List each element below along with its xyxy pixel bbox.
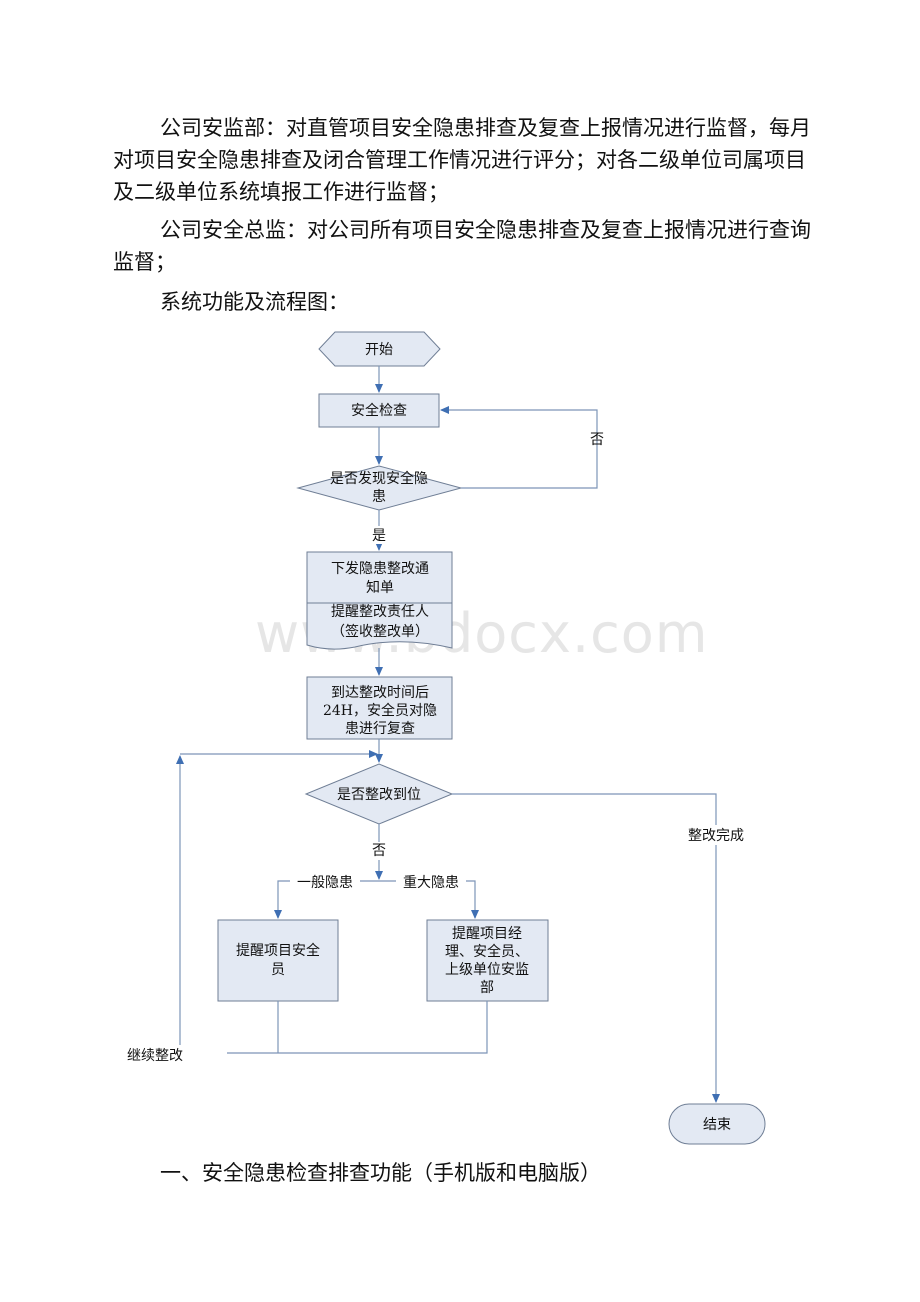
notice-line2: 知单 xyxy=(366,579,394,596)
major-line1: 提醒项目经 xyxy=(452,926,522,942)
decision-rectified-label: 是否整改到位 xyxy=(337,787,421,803)
notice-document-box xyxy=(306,551,453,650)
general-line2: 员 xyxy=(271,962,285,978)
safety-check-label: 安全检查 xyxy=(351,402,407,419)
label-continue-rectification: 继续整改 xyxy=(127,1047,183,1064)
start-label: 开始 xyxy=(365,342,393,358)
paragraph-flowchart-intro: 系统功能及流程图： xyxy=(160,290,349,314)
general-line1: 提醒项目安全 xyxy=(236,942,320,959)
label-yes: 是 xyxy=(372,528,386,544)
notice-line1: 下发隐患整改通 xyxy=(331,561,429,577)
label-general-hazard: 一般隐患 xyxy=(297,875,353,891)
flow-done-to-end xyxy=(452,793,720,1103)
remind-line1: 提醒整改责任人 xyxy=(331,604,429,620)
major-hazard-box xyxy=(426,919,549,1002)
label-no-hazard: 否 xyxy=(590,432,604,448)
flow-no-loop-back xyxy=(440,406,598,489)
decision-hazard-found-line2: 患 xyxy=(372,489,386,505)
remind-line2: （签收整改单） xyxy=(331,623,429,640)
end-label: 结束 xyxy=(703,1117,731,1133)
label-major-hazard: 重大隐患 xyxy=(403,875,459,891)
major-line3: 上级单位安监 xyxy=(445,962,529,978)
section-heading: 一、安全隐患检查排查功能（手机版和电脑版） xyxy=(160,1161,601,1185)
paragraph-safety-director: 公司安全总监：对公司所有项目安全隐患排查及复查上报情况进行查询监督； xyxy=(113,218,811,274)
major-line4: 部 xyxy=(480,980,494,996)
recheck-line1: 到达整改时间后 xyxy=(331,685,429,701)
flow-major-return xyxy=(176,755,488,1054)
label-not-rectified: 否 xyxy=(372,843,386,859)
recheck-line2: 24H，安全员对隐 xyxy=(323,702,437,719)
label-rectified-complete: 整改完成 xyxy=(688,828,744,844)
recheck-box xyxy=(306,676,453,740)
end-shape xyxy=(668,1103,766,1145)
major-line2: 理、安全员、 xyxy=(445,943,529,960)
general-hazard-box xyxy=(217,919,339,1002)
paragraph-supervision-dept: 公司安监部：对直管项目安全隐患排查及复查上报情况进行监督，每月对项目安全隐患排查… xyxy=(113,116,811,204)
decision-hazard-found-line1: 是否发现安全隐 xyxy=(330,470,428,487)
start-shape xyxy=(318,331,441,367)
recheck-line3: 患进行复查 xyxy=(345,720,415,737)
